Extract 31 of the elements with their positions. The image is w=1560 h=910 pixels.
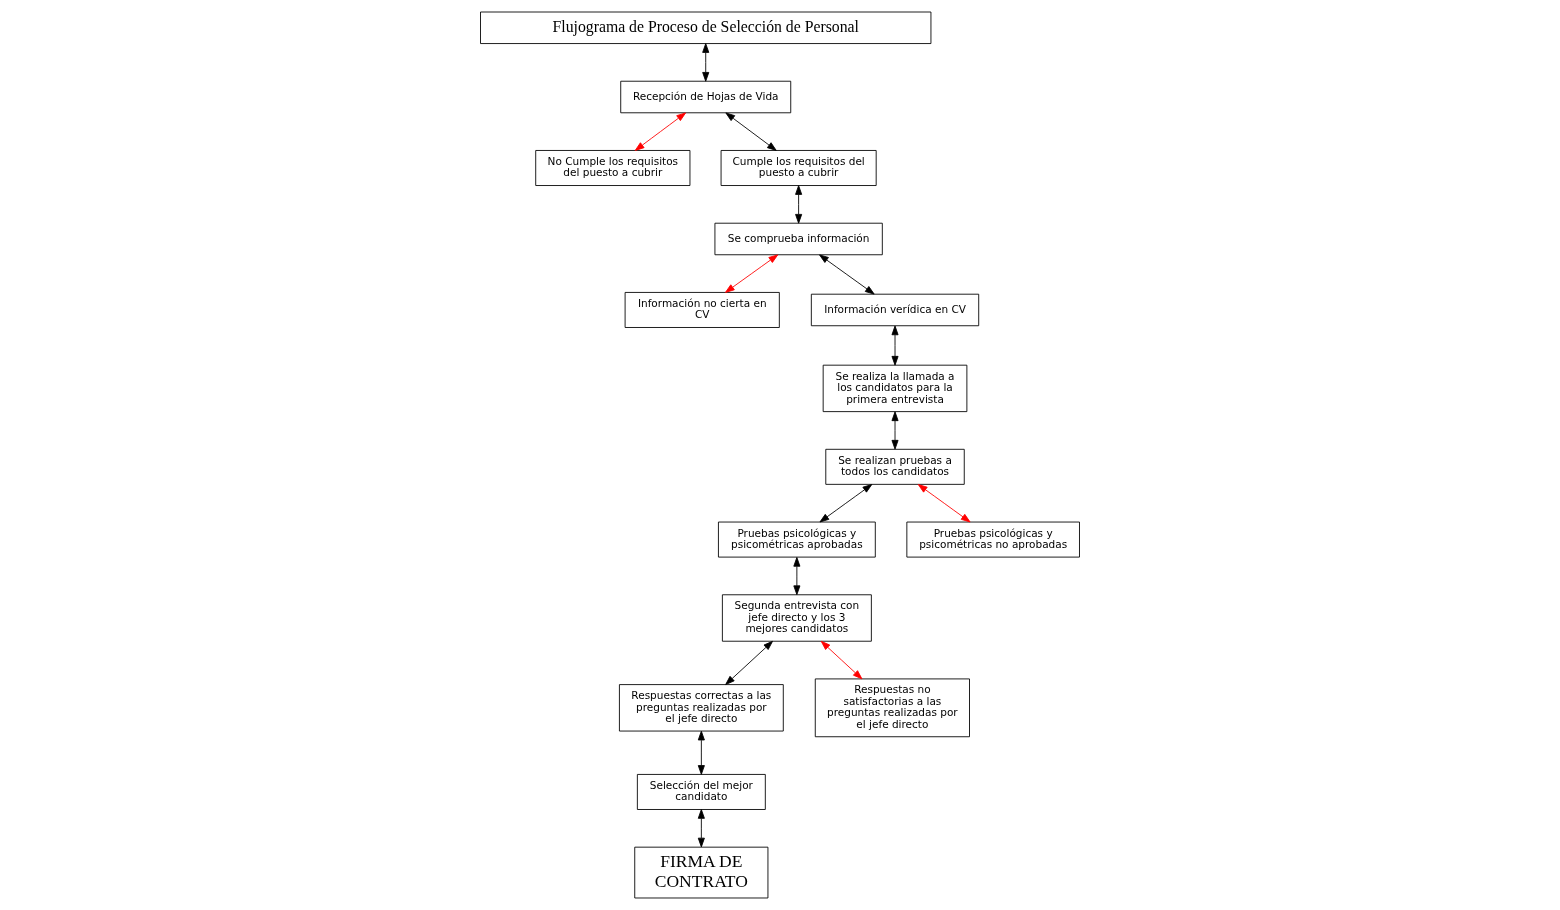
node-box: FIRMA DE CONTRATO <box>634 846 769 899</box>
arrow <box>725 112 777 151</box>
arrow <box>634 112 686 151</box>
node-box: Se realizan pruebas a todos los candidatos <box>825 448 965 485</box>
node-box: Se realiza la llamada a los candidatos para la primera entrevista <box>822 364 968 413</box>
node-box: Información no cierta en CV <box>624 292 780 328</box>
node-box: Recepción de Hojas de Vida <box>620 80 792 114</box>
node-box: Pruebas psicológicas y psicométricas aprobadas <box>718 521 876 558</box>
node-box: Información verídica en CV <box>810 293 980 327</box>
arrow <box>891 325 899 366</box>
arrow <box>917 484 971 523</box>
arrow <box>891 411 899 450</box>
node-box: Cumple los requisitos del puesto a cubrir <box>720 150 877 186</box>
arrow <box>793 557 801 596</box>
arrow <box>795 185 803 224</box>
node-box: Se comprueba información <box>714 222 883 256</box>
arrow <box>725 254 779 293</box>
arrow <box>819 484 873 523</box>
node-box: Pruebas psicológicas y psicométricas no aprobadas <box>906 521 1080 558</box>
arrow <box>702 43 710 82</box>
node-box: No Cumple los requisitos del puesto a cubrir <box>535 150 691 186</box>
arrow <box>697 730 705 775</box>
arrow <box>725 640 773 685</box>
node-box: Respuestas no satisfactorias a las preguntas realizadas por el jefe directo <box>814 678 970 738</box>
node-box: Respuestas correctas a las preguntas realizadas por el jefe directo <box>618 684 784 732</box>
node-box: Selección del mejor candidato <box>636 774 766 810</box>
node-box: Segunda entrevista con jefe directo y los 3 mejores candidatos <box>721 594 872 642</box>
arrow <box>820 640 863 680</box>
arrow <box>819 254 875 295</box>
node-box: Flujograma de Proceso de Selección de Personal <box>480 11 932 44</box>
arrow <box>697 809 705 848</box>
